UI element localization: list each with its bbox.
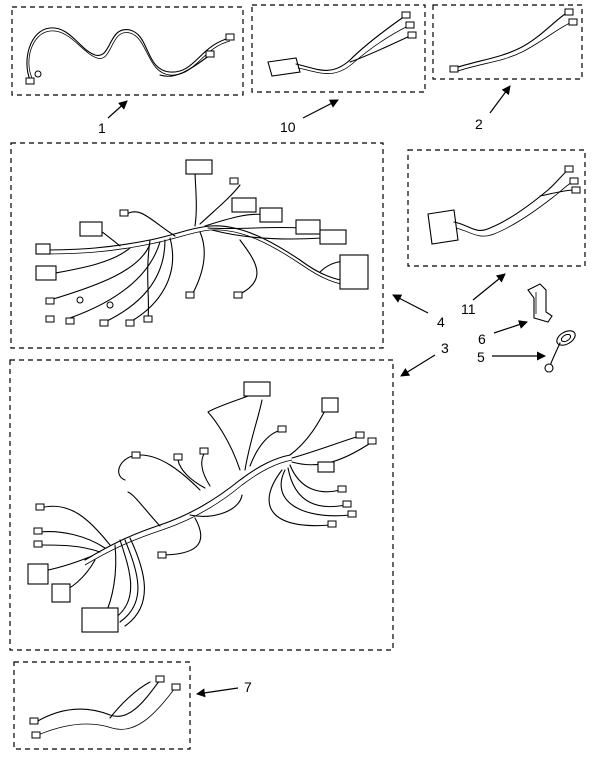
- callout-1: 1: [98, 100, 128, 136]
- callout-1-label: 1: [98, 120, 106, 136]
- part-7-harness[interactable]: [13, 661, 191, 750]
- part-4-wires: [35, 159, 369, 327]
- part-2-harness[interactable]: [432, 4, 583, 80]
- callout-4-label: 4: [437, 314, 445, 330]
- part-3-harness[interactable]: [9, 359, 394, 651]
- callout-11: 11: [461, 273, 506, 317]
- callout-2-label: 2: [475, 116, 483, 132]
- callout-10-label: 10: [280, 119, 296, 135]
- callout-4: 4: [392, 294, 445, 330]
- part-5-ring-terminal[interactable]: [544, 328, 578, 373]
- part-11-box: [407, 149, 586, 267]
- callout-10: 10: [280, 99, 339, 135]
- callout-11-label: 11: [461, 301, 476, 317]
- part-1-harness[interactable]: [11, 6, 244, 96]
- callout-3-label: 3: [441, 340, 449, 356]
- part-3-box: [9, 359, 394, 651]
- callout-5: 5: [477, 349, 546, 365]
- part-2-box: [432, 4, 583, 80]
- callout-6: 6: [478, 320, 528, 347]
- part-7-wires: [29, 675, 181, 739]
- callout-5-label: 5: [477, 349, 485, 365]
- part-6-clip[interactable]: [527, 283, 553, 323]
- part-10-wires: [267, 11, 417, 77]
- callout-7-label: 7: [244, 679, 252, 695]
- part-1-wires: [25, 27, 235, 85]
- part-4-harness[interactable]: [10, 142, 384, 349]
- part-3-wires: [27, 381, 377, 633]
- part-1-box: [11, 6, 244, 96]
- part-10-harness[interactable]: [251, 4, 426, 93]
- part-2-wires: [449, 8, 578, 73]
- callout-6-label: 6: [478, 331, 486, 347]
- part-7-box: [13, 661, 191, 750]
- callout-3: 3: [400, 340, 449, 377]
- callout-7: 7: [196, 679, 252, 698]
- callout-2: 2: [475, 85, 511, 132]
- part-11-wires: [427, 165, 581, 245]
- part-11-harness[interactable]: [407, 149, 586, 267]
- part-10-box: [251, 4, 426, 93]
